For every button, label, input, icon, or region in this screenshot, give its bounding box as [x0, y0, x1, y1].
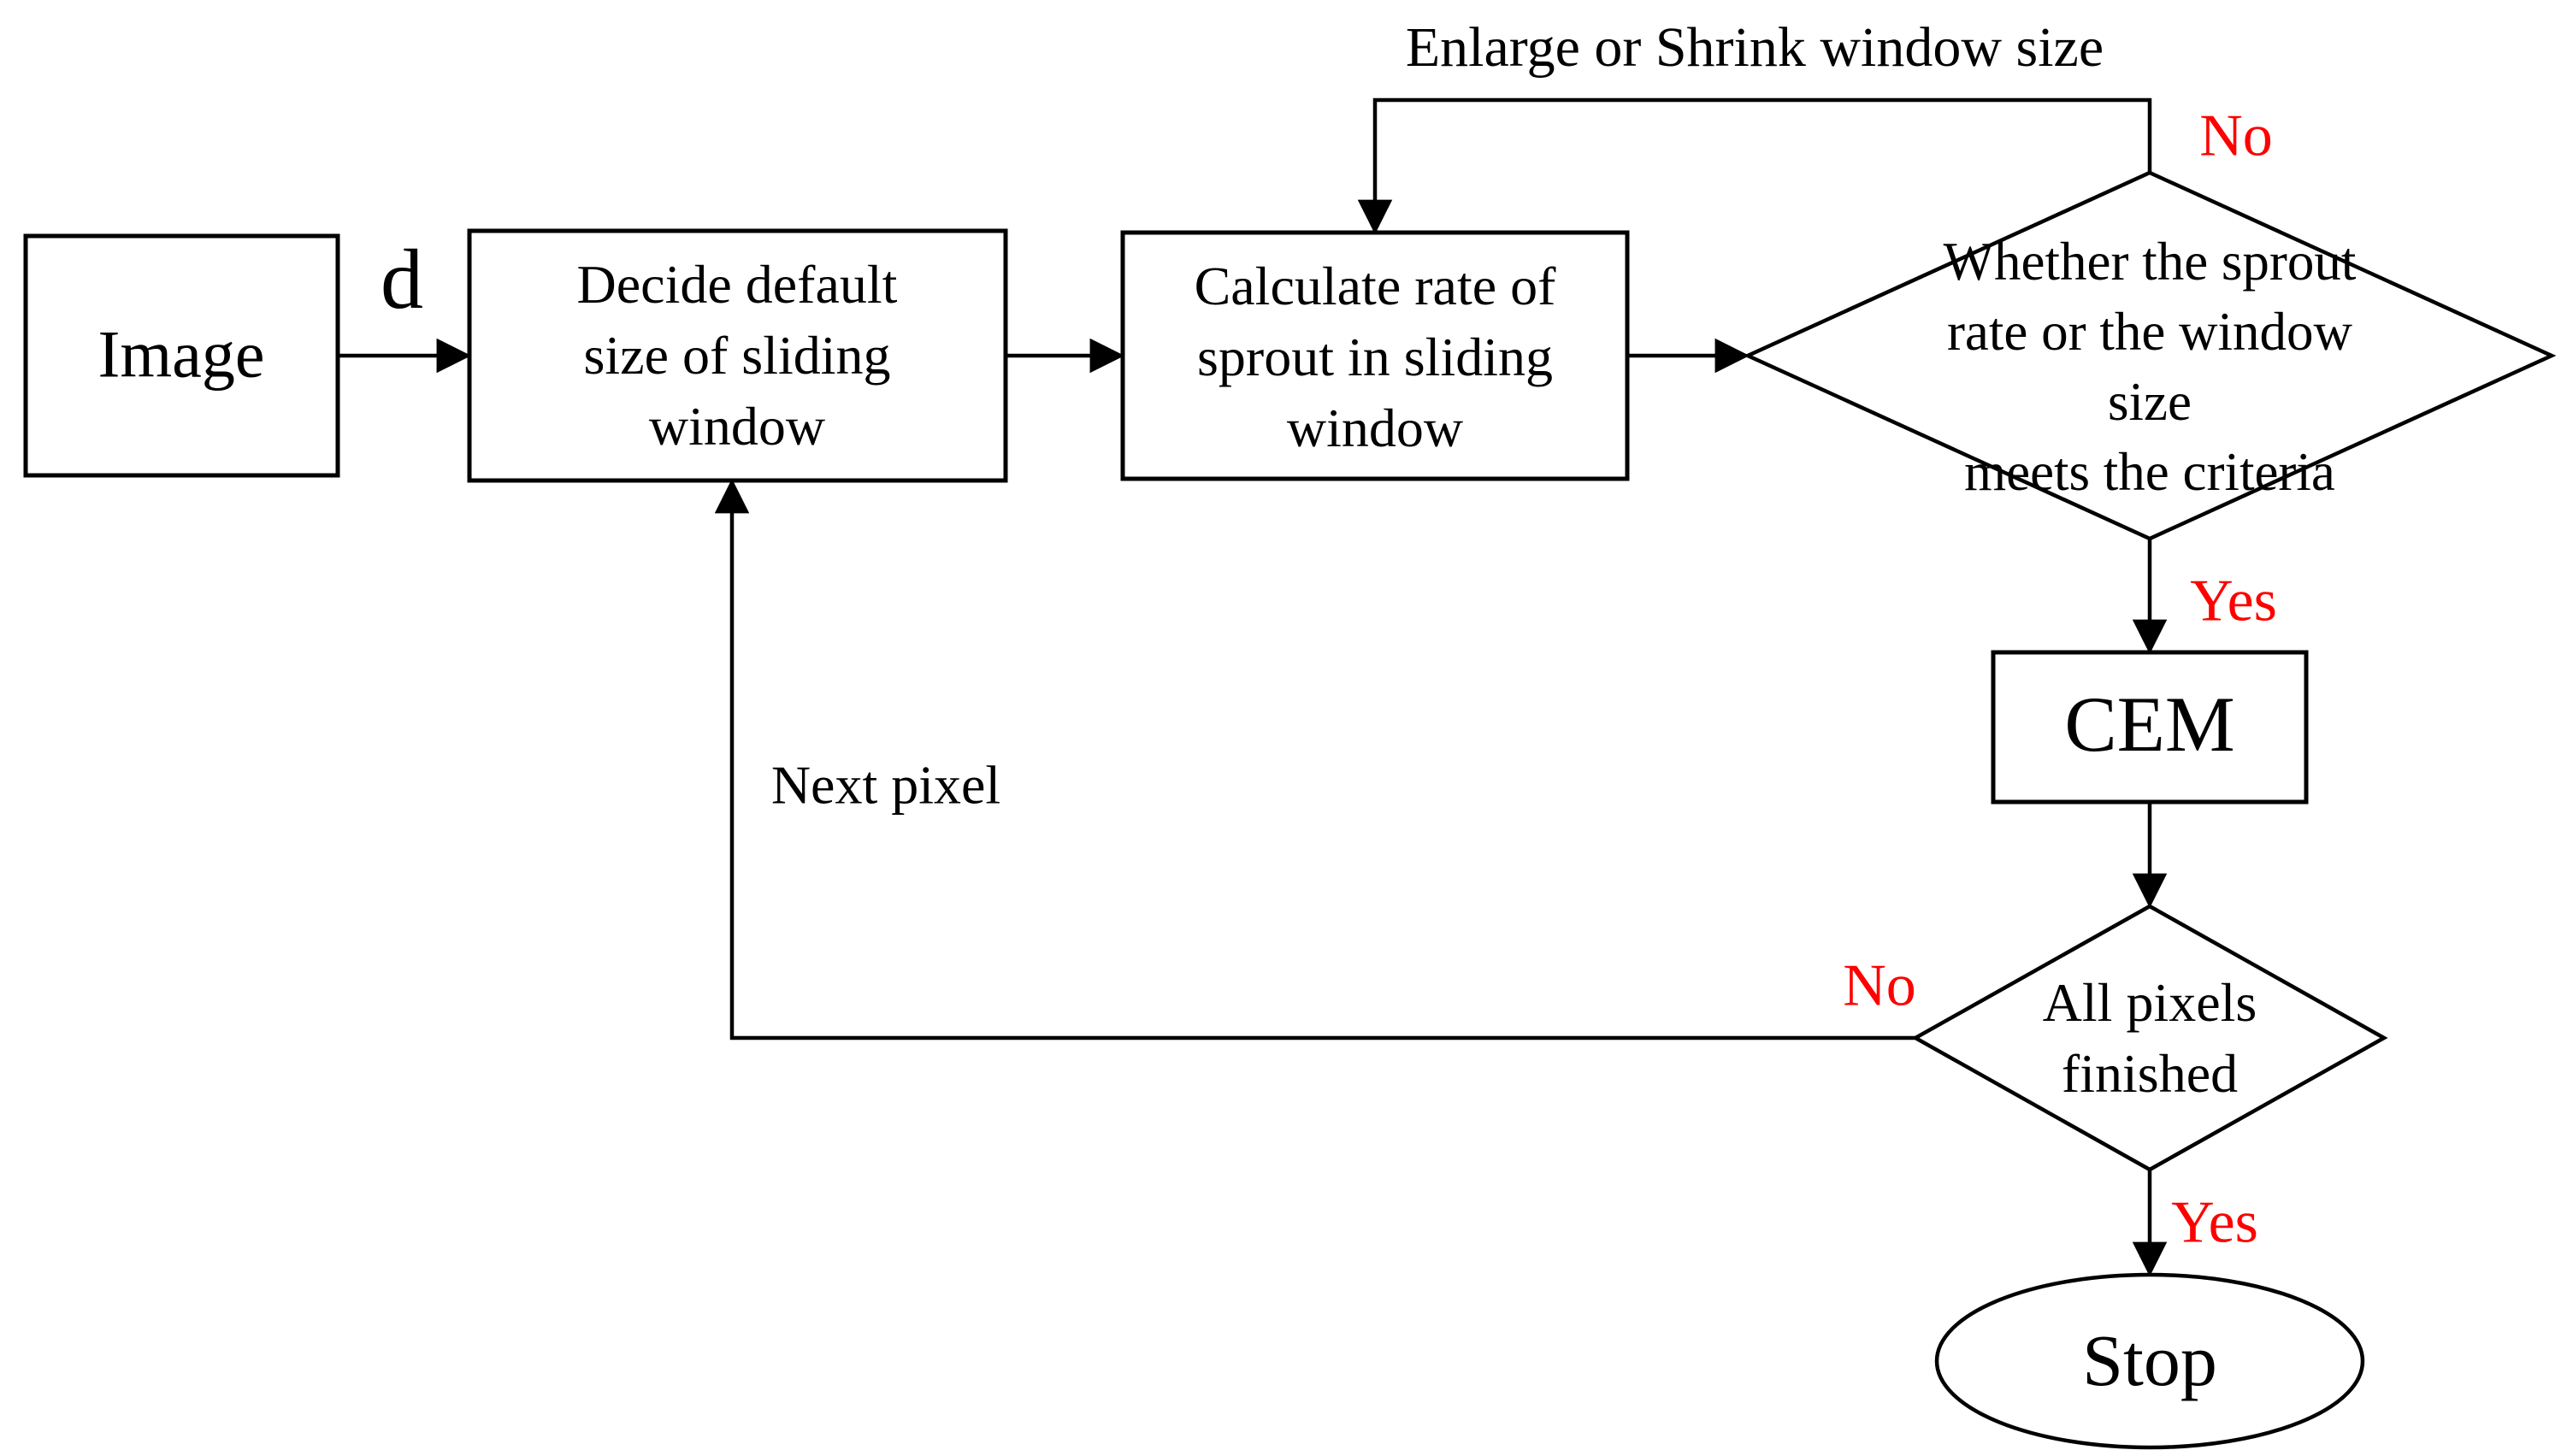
stop-terminator-label: Stop	[2082, 1319, 2217, 1402]
cem-node-label: CEM	[2064, 681, 2235, 769]
calculate-node-label: Calculate rate of sprout in sliding wind…	[1194, 256, 1556, 459]
arrow-criteria-no-loop	[1357, 97, 2152, 235]
edge-label-next-pixel: Next pixel	[770, 754, 1001, 816]
criteria-decision-label: Whether the sprout rate or the window si…	[1943, 232, 2357, 502]
cem-node-shape	[1991, 650, 2309, 805]
edge-label-all-pixels-no: No	[1843, 952, 1916, 1019]
image-node-shape	[23, 233, 340, 478]
decide-node-label: Decide default size of sliding window	[576, 254, 898, 457]
edge-label-all-pixels-yes: Yes	[2171, 1189, 2258, 1256]
image-node-label: Image	[97, 316, 265, 392]
all-pixels-decision-label: All pixels finished	[2042, 971, 2257, 1104]
edge-label-enlarge-or-shrink: Enlarge or Shrink window size	[1405, 16, 2104, 80]
edge-label-d: d	[381, 232, 423, 327]
arrow-all-pixels-no-return	[714, 478, 1915, 1040]
edge-label-criteria-no: No	[2199, 103, 2273, 169]
decide-node-shape	[467, 228, 1008, 483]
edge-label-criteria-yes: Yes	[2190, 568, 2277, 634]
